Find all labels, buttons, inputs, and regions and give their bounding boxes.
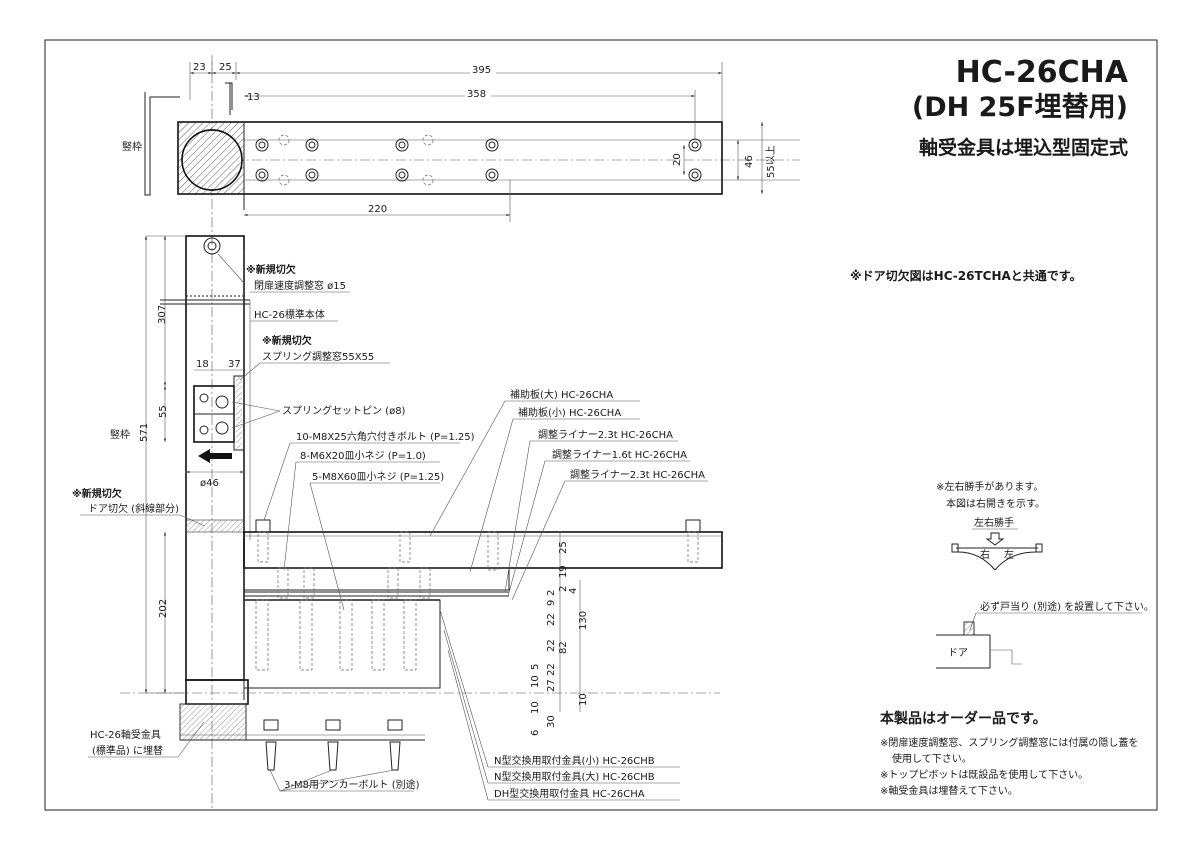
dim-395: 395 <box>472 65 491 76</box>
dim-r2: 2 <box>558 586 569 592</box>
dim-r22b: 22 <box>546 639 557 652</box>
label-speed-window: 閉扉速度調整窓 ø15 <box>254 279 346 292</box>
door-cut-note: ※ドア切欠図はHC-26TCHAと共通です。 <box>850 268 1082 283</box>
order-heading: 本製品はオーダー品です。 <box>880 710 1047 727</box>
dim-358: 358 <box>467 89 486 100</box>
hand-right: 右 <box>980 548 990 561</box>
label-new-cut-3: ※新規切欠 <box>72 487 122 500</box>
drawing-border <box>44 39 1158 811</box>
label-liner-3: 調整ライナー2.3t HC-26CHA <box>570 468 705 481</box>
anchor-bolts <box>263 719 403 771</box>
label-bearing-2: (標準品) に埋替 <box>92 744 163 757</box>
dim-r30: 30 <box>546 715 557 728</box>
dim-r22a: 22 <box>546 613 557 626</box>
dim-307: 307 <box>157 305 168 324</box>
dim-25: 25 <box>219 62 232 73</box>
dim-18: 18 <box>196 359 209 370</box>
dim-202: 202 <box>158 599 169 618</box>
label-liner-1: 調整ライナー2.3t HC-26CHA <box>538 428 673 441</box>
label-new-cut-2: ※新規切欠 <box>262 334 312 347</box>
top-view: 竪枠 23 25 395 <box>122 55 800 810</box>
dim-r25: 25 <box>558 541 569 554</box>
dim-13: 13 <box>247 92 260 103</box>
dim-r5: 5 <box>530 664 541 670</box>
order-note: 本製品はオーダー品です。 ※閉扉速度調整窓、スプリング調整窓には付属の隠し蓋を … <box>880 710 1138 797</box>
hand-note-line2: 本図は右開きを示す。 <box>946 497 1045 510</box>
dim-r130: 130 <box>578 611 589 630</box>
hand-left: 左 <box>1004 548 1014 561</box>
dim-r22c: 22 <box>546 663 557 676</box>
label-bearing: HC-26軸受金具 <box>90 728 161 741</box>
dim-571: 571 <box>139 423 150 442</box>
label-spring-window: スプリング調整窓55X55 <box>262 350 374 363</box>
dim-23: 23 <box>193 62 206 73</box>
label-screw5: 5-M8X60皿小ネジ (P=1.25) <box>312 471 444 483</box>
order-note-3: ※軸受金具は埋替えて下さい。 <box>880 784 1018 797</box>
dim-r10b: 10 <box>578 693 589 706</box>
dim-r10c: 10 <box>530 701 541 714</box>
label-n-large: N型交換用取付金具(大) HC-26CHB <box>494 770 655 783</box>
hand-label: 左右勝手 <box>974 516 1014 529</box>
label-bolt10: 10-M8X25六角穴付きボルト (P=1.25) <box>296 430 475 443</box>
label-body: HC-26標準本体 <box>254 308 325 321</box>
label-liner-2: 調整ライナー1.6t HC-26CHA <box>552 448 687 461</box>
dim-r82: 82 <box>558 641 569 654</box>
top-frame-label: 竪枠 <box>122 140 142 153</box>
label-plate-small: 補助板(小) HC-26CHA <box>518 406 621 419</box>
dim-phi46: ø46 <box>200 478 219 489</box>
label-plate-large: 補助板(大) HC-26CHA <box>510 388 613 401</box>
side-labels: ※新規切欠 閉扉速度調整窓 ø15 HC-26標準本体 ※新規切欠 スプリング調… <box>72 253 708 801</box>
dim-r27: 27 <box>546 679 557 692</box>
dim-55-min: 55以上 <box>765 145 777 178</box>
dim-37: 37 <box>228 359 241 370</box>
side-frame-label: 竪枠 <box>110 428 130 441</box>
model-subtitle: (DH 25F埋替用) <box>912 92 1128 123</box>
label-dh: DH型交換用取付金具 HC-26CHA <box>494 787 645 800</box>
model-description: 軸受金具は埋込型固定式 <box>919 136 1128 159</box>
dim-r9: 9 <box>546 600 557 606</box>
dim-46: 46 <box>744 155 755 168</box>
dim-20: 20 <box>672 153 683 166</box>
dim-220: 220 <box>368 204 387 215</box>
label-spring-pin: スプリングセットピン (ø8) <box>282 404 406 417</box>
hand-note-line1: ※左右勝手があります。 <box>936 480 1043 493</box>
label-new-cut-1: ※新規切欠 <box>246 263 296 276</box>
stop-door-label: ドア <box>948 648 968 659</box>
label-n-small: N型交換用取付金具(小) HC-26CHB <box>494 754 655 767</box>
dim-r6: 6 <box>530 730 541 736</box>
dim-55-side: 55 <box>158 405 169 418</box>
label-screw8: 8-M6X20皿小ネジ (P=1.0) <box>300 450 426 462</box>
order-note-1: ※閉扉速度調整窓、スプリング調整窓には付属の隠し蓋を <box>880 736 1138 749</box>
dim-r10: 10 <box>530 675 541 688</box>
order-note-2: ※トップピボットは既設品を使用して下さい。 <box>880 768 1088 781</box>
model-title: HC-26CHA <box>956 55 1129 90</box>
side-view-screws <box>255 519 701 671</box>
stop-note-text: 必ず戸当り (別途) を設置して下さい。 <box>980 600 1154 613</box>
dim-r19: 19 <box>558 565 569 578</box>
dim-r2b: 2 <box>546 590 557 596</box>
stop-note: 必ず戸当り (別途) を設置して下さい。 ドア <box>936 600 1154 669</box>
side-view: 571 307 55 202 竪枠 18 37 ø46 25 19 2 4 9 … <box>110 235 723 771</box>
label-anchor: 3-M8用アンカーボルト (別途) <box>284 778 420 791</box>
top-view-holes <box>255 134 702 186</box>
label-door-cut: ドア切欠 (斜線部分) <box>88 502 179 515</box>
dim-r4: 4 <box>568 588 579 594</box>
hand-note: ※左右勝手があります。 本図は右開きを示す。 左右勝手 右 左 <box>936 480 1045 571</box>
order-note-1b: 使用して下さい。 <box>892 752 972 765</box>
